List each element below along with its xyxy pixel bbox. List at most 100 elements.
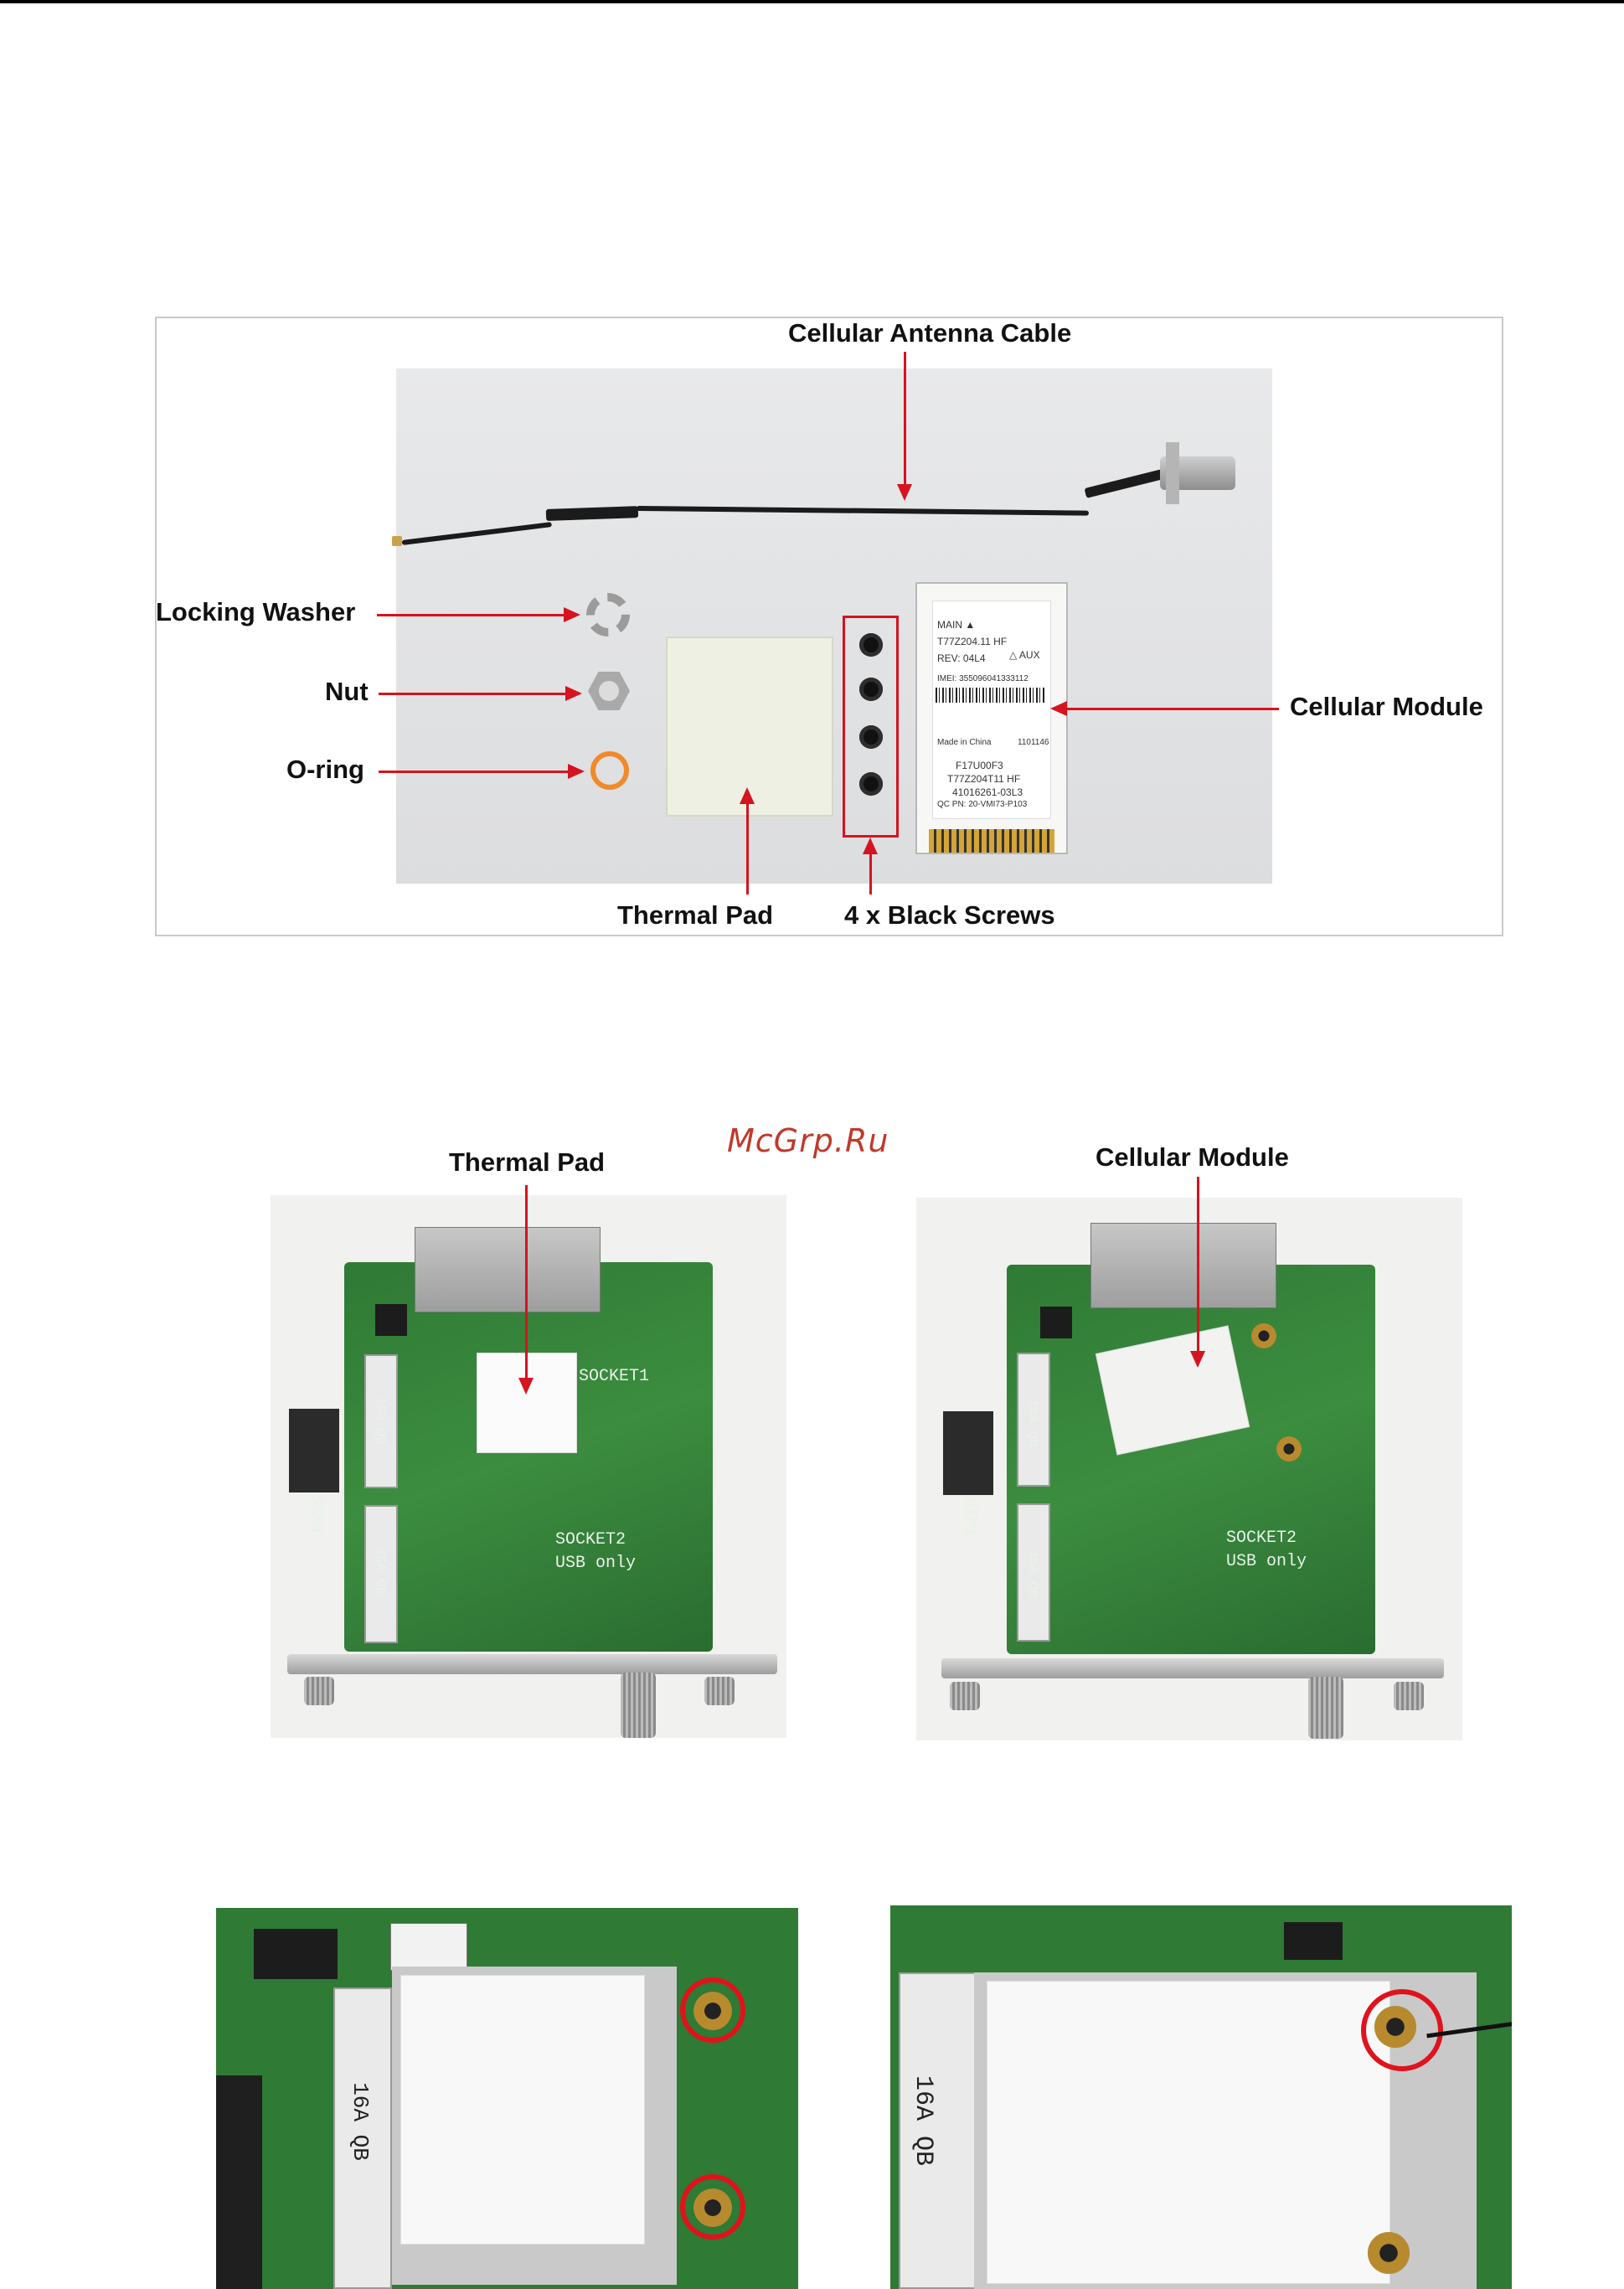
sim-slot <box>943 1411 993 1495</box>
arrow-cable <box>904 352 906 486</box>
arrow-oring-head <box>568 764 585 779</box>
o-ring <box>590 751 629 790</box>
minipcie-socket-1 <box>1017 1353 1050 1487</box>
minipcie-socket <box>899 1972 978 2289</box>
screw-2 <box>859 678 883 701</box>
chip <box>1040 1307 1072 1338</box>
module-part3: 41016261-03L3 <box>952 786 1023 798</box>
minipcie-socket-1 <box>364 1354 398 1488</box>
module-model: T77Z204.11 HF <box>937 636 1008 647</box>
module-code: 1101146 <box>1018 738 1049 747</box>
silk-qb-2: 16A QB <box>372 1547 388 1596</box>
arrow-washer-head <box>564 607 580 622</box>
arrow-module-board <box>1197 1177 1199 1353</box>
screw-1 <box>859 633 883 657</box>
metal-bracket <box>287 1654 777 1674</box>
module-rev: REV: 04L4 <box>937 652 986 664</box>
module-pins <box>929 829 1054 853</box>
callout-o-ring: O-ring <box>286 755 364 784</box>
highlight-screw-bottom <box>680 2174 745 2240</box>
arrow-oring <box>379 771 570 773</box>
callout-thermal-pad: Thermal Pad <box>617 900 774 930</box>
callout-cellular-module: Cellular Module <box>1290 692 1483 721</box>
thumb-screw-right <box>704 1677 735 1705</box>
arrow-module-board-head <box>1190 1351 1205 1368</box>
silk-qb-2: 16A QB <box>1024 1549 1040 1598</box>
highlight-antenna-connector <box>1361 1989 1443 2071</box>
arrow-thermal-pad-head <box>740 787 755 804</box>
arrow-thermal-pad <box>746 802 749 894</box>
thumb-screw-left <box>304 1677 334 1705</box>
thumb-screw-left <box>950 1682 980 1710</box>
silk-qb: 16A QB <box>909 2075 938 2167</box>
top-rule <box>0 0 1624 3</box>
arrow-screws <box>869 854 872 894</box>
arrow-washer <box>377 614 565 616</box>
pci-connector <box>1090 1223 1276 1308</box>
silk-socket1: SOCKET1 <box>579 1367 650 1386</box>
sma-connector-flange <box>1166 442 1179 504</box>
module-part2: T77Z204T11 HF <box>947 773 1021 785</box>
silk-sim: SIM1 <box>960 1497 980 1538</box>
locking-washer <box>586 593 630 637</box>
chip <box>1284 1922 1343 1960</box>
closeup-photo-antenna: 16A QB <box>890 1905 1512 2289</box>
label-cellular-module: Cellular Module <box>1096 1142 1289 1172</box>
figure-1-photo <box>396 369 1272 884</box>
callout-cellular-antenna-cable: Cellular Antenna Cable <box>788 318 1072 348</box>
module-aux: △ AUX <box>1009 649 1040 661</box>
arrow-screws-head <box>863 838 878 854</box>
callout-nut: Nut <box>325 677 369 706</box>
thermal-pad <box>666 637 833 817</box>
arrow-nut-head <box>565 686 582 701</box>
arrow-module <box>1065 708 1279 710</box>
silk-socket2: SOCKET2 <box>555 1530 626 1549</box>
module-label <box>987 1981 1390 2284</box>
module-imei: IMEI: 355096041333112 <box>937 674 1029 683</box>
pci-connector <box>415 1227 601 1312</box>
board-photo-thermal-pad: SOCKET1 SOCKET2 USB only SIM1 16A QB 16A… <box>271 1195 786 1738</box>
silk-qb: 16A QB <box>347 2082 373 2161</box>
sim-slot <box>289 1409 339 1492</box>
arrow-cable-head <box>897 484 912 501</box>
standoff-bottom <box>1368 2232 1410 2274</box>
silk-sim: SIM1 <box>306 1494 326 1535</box>
arrow-thermal-pad-board <box>525 1185 528 1379</box>
sim-slot <box>216 2075 262 2289</box>
module-qc: QC PN: 20-VMI73-P103 <box>937 800 1028 809</box>
watermark: McGrp.Ru <box>727 1122 889 1159</box>
arrow-thermal-pad-board-head <box>518 1378 534 1395</box>
thumb-screw-right <box>1394 1682 1424 1710</box>
module-shield <box>932 601 1051 819</box>
minipcie-socket-2 <box>1017 1503 1050 1642</box>
metal-bracket <box>941 1658 1444 1678</box>
minipcie-socket-2 <box>364 1505 398 1643</box>
screws-box <box>843 616 899 838</box>
module-label <box>400 1975 645 2245</box>
minipcie-socket <box>333 1987 392 2289</box>
module-made: Made in China <box>937 738 992 747</box>
header-connector <box>390 1923 467 1971</box>
module-main: MAIN ▲ <box>937 619 976 631</box>
screw-4 <box>859 772 883 796</box>
closeup-photo-screws: 16A QB <box>216 1908 798 2289</box>
antenna-tip <box>392 536 402 546</box>
cellular-module: MAIN ▲ T77Z204.11 HF △ AUX REV: 04L4 IME… <box>915 582 1068 854</box>
standoff <box>1276 1436 1302 1462</box>
board-photo-cellular-module: SOCKET2 USB only SIM1 16A QB 16A QB <box>916 1198 1462 1740</box>
chip <box>254 1929 338 1979</box>
silk-qb-1: 16A QB <box>372 1396 388 1445</box>
silk-usb-only: USB only <box>1226 1552 1307 1571</box>
arrow-nut <box>379 693 567 695</box>
highlight-screw-top <box>680 1977 745 2043</box>
antenna-connector <box>621 1673 656 1738</box>
standoff <box>1251 1323 1276 1348</box>
silk-usb-only: USB only <box>555 1554 637 1573</box>
silk-socket2: SOCKET2 <box>1226 1529 1297 1548</box>
callout-black-screws: 4 x Black Screws <box>844 900 1055 930</box>
silk-qb-1: 16A QB <box>1024 1399 1040 1447</box>
arrow-module-head <box>1050 701 1067 716</box>
chip <box>375 1304 407 1336</box>
module-barcode <box>936 688 1044 703</box>
screw-3 <box>859 725 883 749</box>
